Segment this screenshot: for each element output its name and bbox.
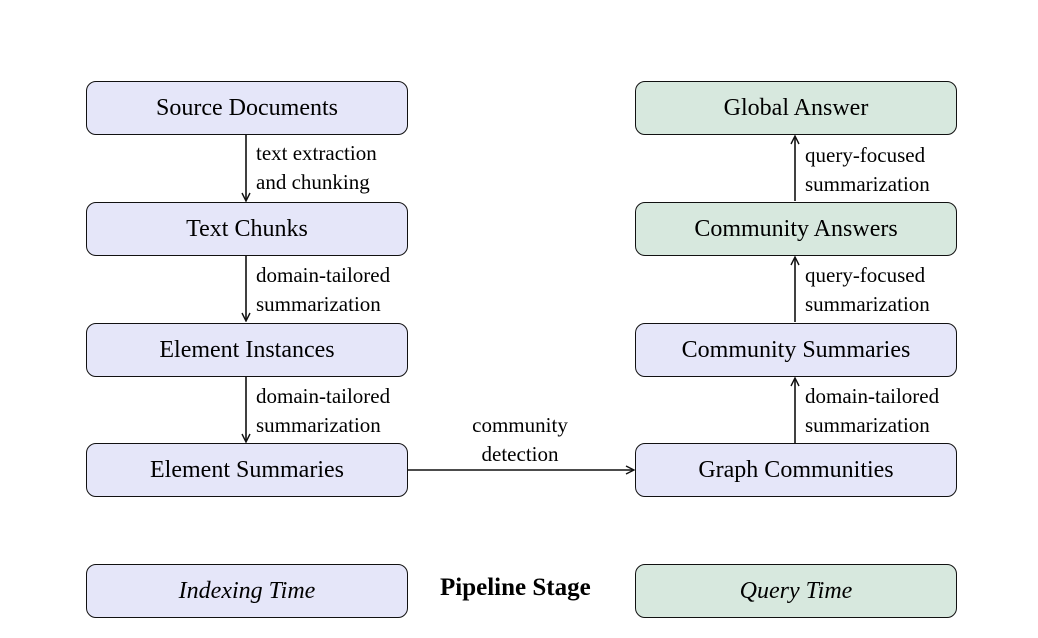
edge-label-line: community: [472, 413, 568, 437]
node-global-answer: Global Answer: [635, 81, 957, 135]
edge-label-line: summarization: [256, 292, 381, 316]
node-graph-communities: Graph Communities: [635, 443, 957, 497]
edge-label-line: and chunking: [256, 170, 370, 194]
edge-label-line: domain-tailored: [256, 384, 391, 408]
edge-label-line: text extraction: [256, 141, 377, 165]
node-element-summaries: Element Summaries: [86, 443, 408, 497]
edge-label-answers-to-global: query-focused summarization: [805, 141, 930, 199]
edge-label-line: query-focused: [805, 263, 926, 287]
node-community-summaries: Community Summaries: [635, 323, 957, 377]
edge-label-line: domain-tailored: [805, 384, 940, 408]
node-text-chunks: Text Chunks: [86, 202, 408, 256]
legend-title: Pipeline Stage: [440, 574, 591, 601]
edge-label-chunks-to-instances: domain-tailored summarization: [256, 261, 390, 319]
edge-label-line: query-focused: [805, 143, 926, 167]
edge-label-text-extraction: text extraction and chunking: [256, 139, 377, 197]
edge-label-line: summarization: [805, 172, 930, 196]
edge-label-line: summarization: [805, 413, 930, 437]
edge-label-community-detection: community detection: [445, 411, 595, 469]
edge-label-line: domain-tailored: [256, 263, 391, 287]
legend-indexing-time: Indexing Time: [86, 564, 408, 618]
node-element-instances: Element Instances: [86, 323, 408, 377]
edge-label-summaries-to-answers: query-focused summarization: [805, 261, 930, 319]
edge-label-line: detection: [481, 442, 559, 466]
node-community-answers: Community Answers: [635, 202, 957, 256]
legend-query-time: Query Time: [635, 564, 957, 618]
edge-label-instances-to-summaries: domain-tailored summarization: [256, 382, 390, 440]
node-source-documents: Source Documents: [86, 81, 408, 135]
edge-label-line: summarization: [256, 413, 381, 437]
edge-label-communities-to-summaries: domain-tailored summarization: [805, 382, 939, 440]
edge-label-line: summarization: [805, 292, 930, 316]
